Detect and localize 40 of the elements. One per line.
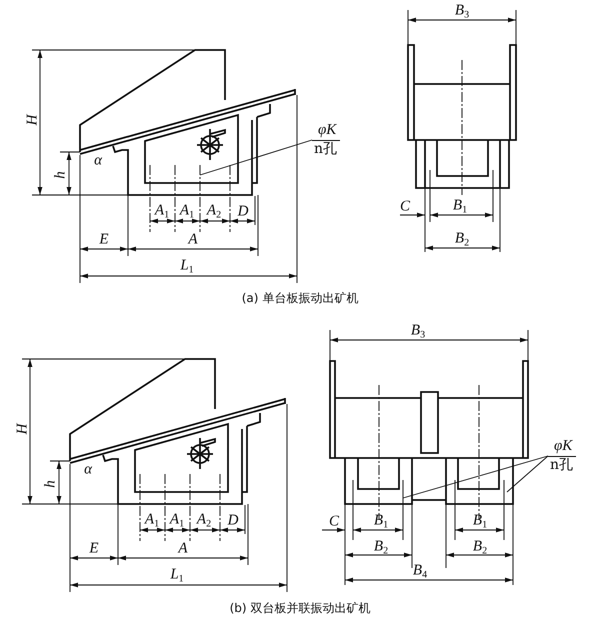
- dimension-label: L$_{1}$: [170, 568, 184, 584]
- dimension-label: A$_{1}$: [144, 512, 160, 530]
- hole-diameter-text: φK: [312, 122, 340, 141]
- dimension-label: A$_{2}$: [196, 512, 212, 530]
- dimension-label: C: [400, 200, 410, 214]
- dimension-label: A$_{1}$: [180, 204, 194, 220]
- dimension-label: h: [44, 480, 58, 488]
- dimension-label: E: [99, 232, 109, 248]
- dimension-label: B$_{2}$: [454, 232, 470, 248]
- dimension-label: C: [329, 514, 339, 530]
- dimension-label: B$_{3}$: [454, 4, 470, 20]
- figure-caption: (a) 单台板振动出矿机: [242, 292, 358, 304]
- dimension-label: E: [89, 542, 99, 556]
- hole-count-text: n孔: [313, 141, 338, 158]
- dimension-label: A$_{2}$: [206, 204, 222, 220]
- dimension-label: A$_{1}$: [154, 204, 170, 220]
- dimension-label: D: [228, 514, 238, 528]
- dimension-label: α: [94, 154, 102, 168]
- leader-line: [506, 456, 548, 492]
- dimension-label: D: [238, 204, 248, 220]
- dimension-label: A$_{1}$: [170, 512, 184, 530]
- dimension-label: B$_{1}$: [472, 514, 488, 530]
- dimension-label: α: [84, 462, 92, 478]
- dimension-label: H: [16, 424, 30, 434]
- dimension-label: B$_{1}$: [374, 514, 388, 530]
- dimension-label: H: [26, 114, 40, 126]
- dimension-label: B$_{2}$: [472, 540, 488, 556]
- leader-line: [402, 456, 548, 498]
- dimension-label: A: [188, 232, 198, 248]
- dimension-label: B$_{2}$: [374, 540, 388, 556]
- dimension-label: B$_{3}$: [410, 324, 426, 340]
- dimension-label: L$_{1}$: [180, 258, 194, 276]
- leader-line: [200, 140, 312, 176]
- dimension-label: A: [178, 542, 188, 556]
- dimension-label: B$_{1}$: [452, 198, 468, 216]
- hole-diameter-text: φK: [548, 438, 576, 457]
- hole-count-text: n孔: [549, 457, 574, 474]
- dimension-label: h: [54, 171, 68, 179]
- figure-caption: (b) 双台板并联振动出矿机: [230, 602, 370, 614]
- dimension-label: B$_{4}$: [412, 564, 428, 580]
